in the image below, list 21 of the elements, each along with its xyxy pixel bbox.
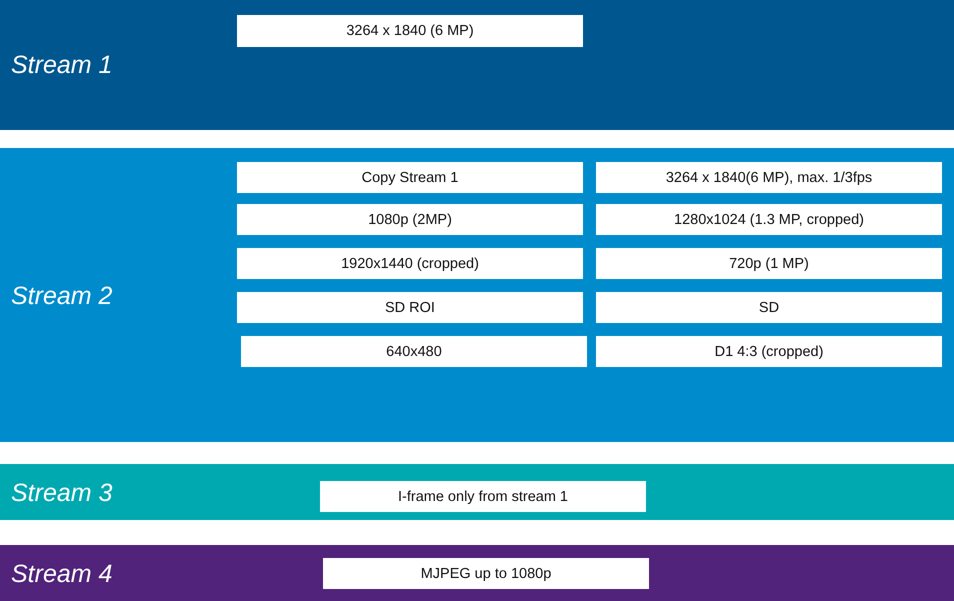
mode-box: 1280x1024 (1.3 MP, cropped) bbox=[596, 204, 942, 235]
stream-label: Stream 1 bbox=[11, 50, 112, 80]
mode-box: 720p (1 MP) bbox=[596, 248, 942, 279]
mode-box: D1 4:3 (cropped) bbox=[596, 336, 942, 367]
mode-box: 640x480 bbox=[241, 336, 587, 367]
stream-band bbox=[0, 148, 954, 442]
mode-box: MJPEG up to 1080p bbox=[323, 558, 649, 589]
mode-box: 3264 x 1840 (6 MP) bbox=[237, 15, 583, 47]
mode-box: SD bbox=[596, 292, 942, 323]
stream-band bbox=[0, 545, 954, 601]
stream-label: Stream 2 bbox=[11, 281, 112, 311]
mode-box: 1920x1440 (cropped) bbox=[237, 248, 583, 279]
mode-box: I-frame only from stream 1 bbox=[320, 481, 646, 512]
mode-box: 1080p (2MP) bbox=[237, 204, 583, 235]
mode-box: Copy Stream 1 bbox=[237, 162, 583, 193]
stream-label: Stream 4 bbox=[11, 559, 112, 589]
mode-box: 3264 x 1840(6 MP), max. 1/3fps bbox=[596, 162, 942, 193]
mode-box: SD ROI bbox=[237, 292, 583, 323]
stream-label: Stream 3 bbox=[11, 478, 112, 508]
stream-band bbox=[0, 464, 954, 520]
stream-band bbox=[0, 0, 954, 130]
